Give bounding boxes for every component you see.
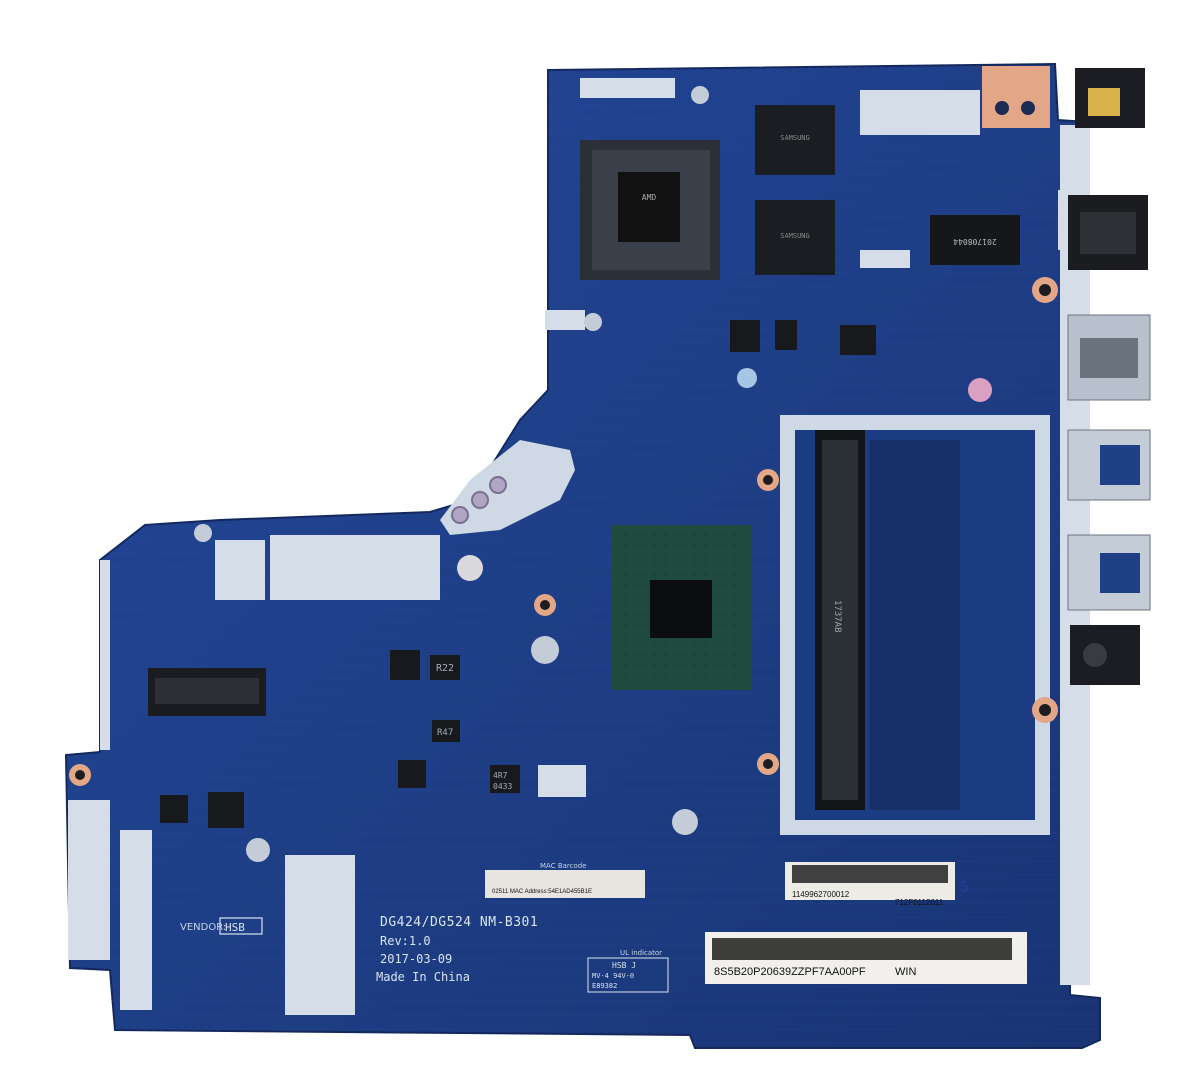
usb-port-1 [1067, 429, 1151, 501]
mac-barcode-title: MAC Barcode [540, 862, 587, 870]
audio-jack [1070, 625, 1140, 685]
copper-pad [982, 66, 1050, 128]
ram-slot: 1737AB [780, 415, 1050, 835]
board-rev: Rev:1.0 [380, 934, 431, 948]
board-model: DG424/DG524 NM-B301 [380, 915, 538, 930]
svg-text:5: 5 [960, 880, 969, 896]
serial-main: 8S5B20P20639ZZPF7AA00PF [714, 966, 866, 978]
svg-text:0433: 0433 [493, 782, 512, 791]
lan-chip: 201708044 [930, 215, 1020, 265]
svg-text:SAMSUNG: SAMSUNG [780, 134, 810, 142]
svg-text:UL indicator: UL indicator [620, 949, 662, 957]
small-barcode [792, 865, 948, 883]
misc-components [160, 320, 992, 828]
shield-strips [68, 78, 1090, 1015]
m2-slot [148, 668, 266, 716]
svg-text:4R7: 4R7 [493, 771, 508, 780]
usb-port-2 [1067, 534, 1151, 611]
gpu-chip: AMD [580, 140, 720, 280]
rj45-port [1068, 195, 1148, 270]
svg-text:712F0112011: 712F0112011 [895, 898, 944, 907]
mounting-holes [69, 86, 1058, 862]
svg-text:SAMSUNG: SAMSUNG [780, 232, 810, 240]
svg-text:R47: R47 [437, 728, 453, 738]
heatsink-plate [440, 440, 575, 535]
power-jack [1075, 68, 1145, 128]
svg-text:E89382: E89382 [592, 982, 617, 990]
mac-address: 02511 MAC Address:54E1AD455B1E [492, 889, 592, 895]
svg-text:HSB J: HSB J [612, 961, 636, 970]
svg-text:1149962700012: 1149962700012 [792, 890, 850, 899]
board-origin: Made In China [376, 970, 470, 984]
cpu-chip [612, 525, 752, 690]
mac-sticker [485, 870, 645, 898]
board-date: 2017-03-09 [380, 952, 452, 966]
serial-main-suffix: WIN [895, 966, 916, 978]
svg-text:AMD: AMD [642, 193, 657, 202]
svg-text:R22: R22 [436, 663, 454, 674]
vram-chips: SAMSUNG SAMSUNG [755, 105, 835, 275]
hdmi-port [1067, 314, 1151, 401]
svg-text:MV-4 94V-0: MV-4 94V-0 [592, 972, 634, 980]
vendor-label: VENDOR: [180, 922, 226, 933]
svg-text:201708044: 201708044 [953, 237, 997, 246]
vendor-value: HSB [225, 921, 245, 934]
svg-text:1737AB: 1737AB [832, 600, 842, 633]
